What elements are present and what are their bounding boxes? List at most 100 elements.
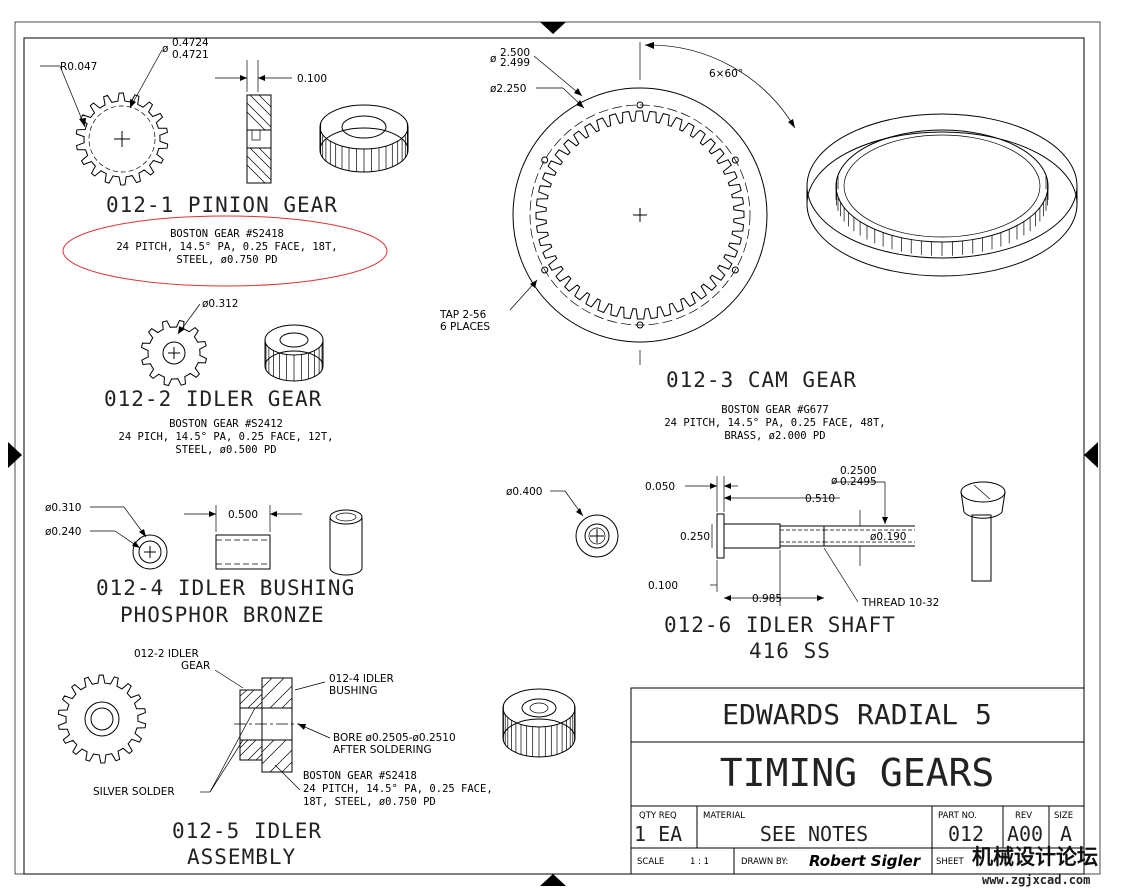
cam-note-line1: BOSTON GEAR #G677 (721, 404, 828, 416)
bushing-isometric (329, 509, 363, 576)
shaft-dim-100: 0.100 (648, 580, 678, 592)
pinion-bore-top: 0.4724 (172, 37, 209, 49)
shaft-view: ø0.400 0.050 0.510 ø 0.2500 0.2495 0.250… (506, 465, 1006, 663)
idler-gear-note-line1: BOSTON GEAR #S2412 (169, 418, 283, 430)
shaft-dim-510: 0.510 (805, 493, 835, 505)
cam-gear-title: 012-3 CAM GEAR (666, 368, 857, 392)
assy-gear-label-2: GEAR (181, 660, 210, 672)
cam-tap-line1: TAP 2-56 (439, 309, 487, 321)
cam-tap-line2: 6 PLACES (440, 321, 490, 333)
tapped-hole (636, 321, 644, 329)
tapped-hole (731, 156, 739, 164)
center-mark-bottom (540, 874, 566, 886)
cam-angle-dim: 6×60° (709, 68, 743, 80)
tb-part: 012 (948, 822, 984, 846)
svg-text:ø: ø (162, 43, 169, 55)
pinion-note-highlight (62, 215, 388, 287)
idler-gear-note-line3: STEEL, ø0.500 PD (175, 444, 276, 456)
tapped-hole (541, 266, 549, 274)
assy-note-line2: 24 PITCH, 14.5° PA, 0.25 FACE, (303, 783, 493, 795)
shaft-dia-bottom: 0.2495 (840, 476, 877, 488)
pinion-gear-front (75, 92, 169, 186)
bushing-id: ø0.240 (45, 526, 81, 538)
tb-material: SEE NOTES (760, 822, 868, 846)
bushing-length: 0.500 (228, 509, 258, 521)
tb-qty: 1 EA (634, 822, 682, 846)
pinion-radius-dim: R0.047 (60, 61, 97, 73)
shaft-dim-190: ø0.190 (870, 531, 906, 543)
cam-od-top: 2.500 (500, 47, 530, 59)
center-mark-left (8, 442, 22, 468)
title-block: EDWARDS RADIAL 5 TIMING GEARS QTY REQ 1 … (630, 687, 1085, 875)
tb-size-label: SIZE (1054, 811, 1073, 821)
pinion-gear-view: 0.100 R0.047 ø 0.4724 0.4721 012-1 PINIO… (40, 37, 409, 287)
shaft-end-dia: ø0.400 (506, 486, 542, 498)
assembly-isometric (502, 688, 576, 758)
tb-part-label: PART NO. (938, 811, 977, 821)
tb-material-label: MATERIAL (703, 811, 745, 821)
cam-bolt-circle: ø2.250 (490, 83, 526, 95)
svg-text:ø: ø (831, 475, 838, 487)
bushing-view: ø0.310 ø0.240 0.500 012-4 IDLER BUSHING … (45, 502, 363, 627)
watermark-cn: 机械设计论坛 (972, 845, 1098, 869)
assy-note-line3: 18T, STEEL, ø0.750 PD (303, 796, 436, 808)
tapped-hole (636, 101, 644, 109)
tb-size: A (1060, 822, 1072, 846)
pinion-note-line1: BOSTON GEAR #S2418 (170, 228, 284, 240)
tapped-hole (731, 266, 739, 274)
idler-gear-view: ø0.312 012-2 IDLER GEAR BOSTON GEAR #S24… (104, 298, 333, 456)
cam-note-line3: BRASS, ø2.000 PD (724, 430, 825, 442)
shaft-title-line2: 416 SS (749, 639, 831, 663)
assy-bore-label-2: AFTER SOLDERING (333, 744, 432, 756)
tb-drawn-by: Robert Sigler (809, 852, 922, 870)
assembly-gear-front (57, 674, 147, 764)
inner-border (23, 37, 1085, 875)
bushing-title-line1: 012-4 IDLER BUSHING (96, 576, 355, 600)
idler-gear-front (140, 319, 208, 387)
idler-gear-note-line2: 24 PICH, 14.5° PA, 0.25 FACE, 12T, (119, 431, 334, 443)
idler-gear-title: 012-2 IDLER GEAR (104, 387, 322, 411)
pinion-note-line2: 24 PITCH, 14.5° PA, 0.25 FACE, 18T, (116, 241, 337, 253)
idler-gear-bore: ø0.312 (202, 298, 238, 310)
assy-bore-label-1: BORE ø0.2505-ø0.2510 (333, 732, 456, 744)
idler-gear-isometric (264, 324, 324, 382)
assembly-title-line2: ASSEMBLY (187, 845, 296, 869)
assembly-view: 012-2 IDLER GEAR 012-4 IDLER BUSHING BOR… (57, 648, 576, 869)
pinion-title: 012-1 PINION GEAR (106, 193, 338, 217)
assy-bushing-label-1: 012-4 IDLER (329, 673, 394, 685)
shaft-title-line1: 012-6 IDLER SHAFT (664, 613, 896, 637)
pinion-gear-isometric (319, 104, 409, 173)
cam-gear-isometric (806, 113, 1078, 277)
tb-qty-label: QTY REQ (639, 811, 677, 821)
assy-solder-label: SILVER SOLDER (93, 786, 175, 798)
site-watermark: 机械设计论坛 www.zgjxcad.com (972, 845, 1098, 887)
bushing-title-line2: PHOSPHOR BRONZE (120, 603, 325, 627)
tb-scale-label: SCALE (637, 857, 664, 867)
svg-text:ø: ø (490, 53, 497, 65)
shaft-isometric (960, 481, 1006, 582)
shaft-dim-985: 0.985 (752, 593, 782, 605)
bushing-od: ø0.310 (45, 502, 81, 514)
pinion-face-dim: 0.100 (297, 73, 327, 85)
tb-drawing-title: TIMING GEARS (720, 751, 995, 795)
pinion-note-line3: STEEL, ø0.750 PD (176, 254, 277, 266)
tb-sheet-label: SHEET (936, 857, 965, 867)
assy-bushing-label-2: BUSHING (329, 685, 378, 697)
tb-drawn-label: DRAWN BY: (741, 857, 788, 867)
tb-rev-label: REV (1015, 811, 1032, 821)
assembly-title-line1: 012-5 IDLER (172, 819, 322, 843)
shaft-dim-250: 0.250 (680, 531, 710, 543)
tb-scale: 1 : 1 (690, 857, 709, 867)
shaft-dim-head: 0.050 (645, 481, 675, 493)
shaft-thread-label: THREAD 10-32 (861, 597, 939, 609)
watermark-url: www.zgjxcad.com (982, 873, 1090, 887)
cam-note-line2: 24 PITCH, 14.5° PA, 0.25 FACE, 48T, (664, 417, 885, 429)
center-mark-top (540, 22, 566, 34)
cam-od-bottom: 2.499 (500, 57, 530, 69)
assy-note-line1: BOSTON GEAR #S2418 (303, 770, 417, 782)
tb-rev: A00 (1007, 822, 1043, 846)
tapped-hole (541, 156, 549, 164)
shaft-dia-top: 0.2500 (840, 465, 877, 477)
assy-gear-label-1: 012-2 IDLER (134, 648, 199, 660)
center-mark-right (1084, 442, 1098, 468)
